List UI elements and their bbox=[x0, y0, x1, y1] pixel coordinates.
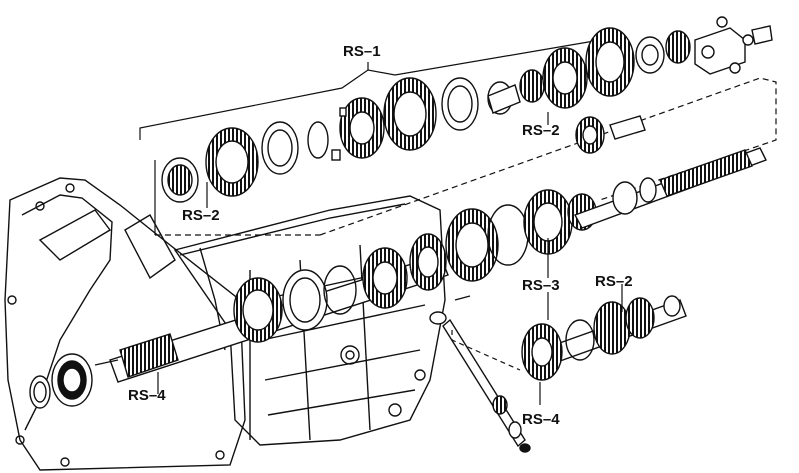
input-bearing bbox=[29, 353, 93, 409]
callout-rs4-lower-center-text: RS bbox=[522, 411, 543, 428]
callout-rs4-left-text: RS bbox=[128, 387, 149, 404]
callout-rs2-lower-right-num: 2 bbox=[624, 273, 633, 290]
callout-rs3: RS–3 bbox=[522, 277, 560, 294]
callout-rs4-left: RS–4 bbox=[128, 387, 166, 404]
callout-rs1-num: 1 bbox=[372, 43, 381, 60]
callout-rs4-lower-center: RS–4 bbox=[522, 411, 560, 428]
callout-rs2-lower-right-text: RS bbox=[595, 273, 616, 290]
callout-rs3-text: RS bbox=[522, 277, 543, 294]
callout-rs2-left-text: RS bbox=[182, 207, 203, 224]
callout-rs2-left-num: 2 bbox=[211, 207, 220, 224]
callout-rs3-num: 3 bbox=[551, 277, 560, 294]
callout-rs2-upper-right-text: RS bbox=[522, 122, 543, 139]
output-shaft bbox=[573, 147, 767, 229]
callout-rs1-text: RS bbox=[343, 43, 364, 60]
callout-leaders bbox=[157, 112, 623, 405]
countershaft bbox=[521, 295, 687, 381]
input-shaft-gears bbox=[233, 233, 447, 343]
callout-rs2-left: RS–2 bbox=[182, 207, 220, 224]
mainshaft-gears bbox=[445, 189, 597, 282]
rs2-parts-upper bbox=[575, 115, 646, 154]
callout-rs2-lower-right: RS–2 bbox=[595, 273, 633, 290]
callout-rs4-left-num: 4 bbox=[157, 387, 166, 404]
callout-rs2-upper-right-num: 2 bbox=[551, 122, 560, 139]
callout-rs2-upper-right: RS–2 bbox=[522, 122, 560, 139]
callout-rs4-lower-center-num: 4 bbox=[551, 411, 560, 428]
callout-rs1: RS–1 bbox=[343, 43, 381, 60]
shift-rod bbox=[429, 295, 531, 453]
rs1-assembly bbox=[161, 16, 773, 203]
